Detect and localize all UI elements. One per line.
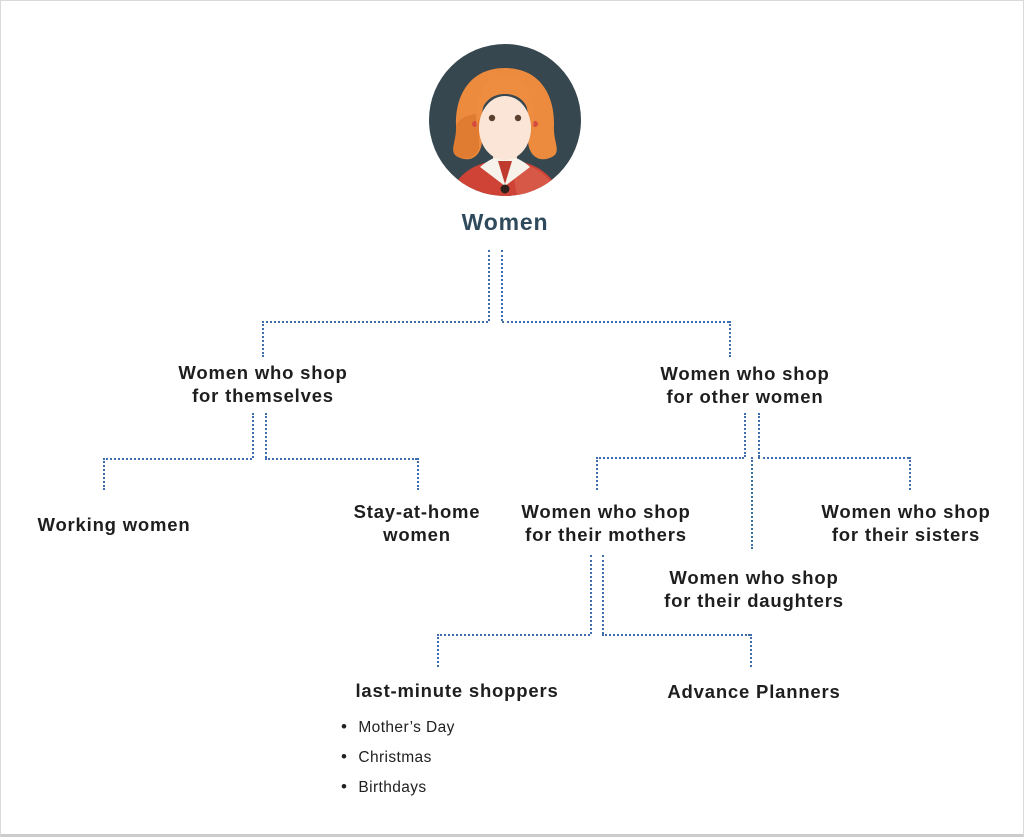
- node-label-line: women: [383, 524, 451, 545]
- node-label-line: Advance Planners: [667, 681, 841, 702]
- woman-avatar-icon: [429, 44, 581, 196]
- node-label-line: for their sisters: [831, 524, 981, 545]
- node-label-line: for their mothers: [525, 524, 687, 545]
- root-node-label: Women: [461, 209, 549, 235]
- connector-themselves-left-drop: [252, 413, 254, 458]
- node-label-line: Women who shop: [669, 567, 839, 588]
- connector-last-minute-drop: [437, 634, 439, 667]
- connector-stay-home-drop: [417, 458, 419, 490]
- node-label-line: Working women: [37, 514, 191, 535]
- node-label-line: Women who shop: [660, 363, 830, 384]
- node-last-minute-shoppers: last-minute shoppers: [355, 679, 558, 702]
- connector-root-right-arm: [502, 321, 729, 323]
- occasion-item: Christmas: [341, 742, 455, 772]
- occasion-label: Mother’s Day: [358, 719, 455, 736]
- connector-mothers-right-arm: [602, 634, 750, 636]
- occasions-list: Mother’s Day Christmas Birthdays: [341, 712, 455, 802]
- connector-themselves-drop: [262, 321, 264, 357]
- node-women-who-shop-for-their-mothers: Women who shop for their mothers: [521, 500, 690, 546]
- connector-themselves-right-arm: [265, 458, 417, 460]
- node-label-line: for other women: [666, 386, 824, 407]
- node-label-line: Stay-at-home: [353, 501, 481, 522]
- node-label-line: Women who shop: [521, 501, 691, 522]
- occasion-label: Christmas: [358, 749, 432, 766]
- connector-root-left-drop: [488, 250, 490, 321]
- connector-mothers-drop: [596, 457, 598, 490]
- node-label-line: for their daughters: [664, 590, 844, 611]
- connector-other-left-drop: [744, 413, 746, 457]
- node-label-line: last-minute shoppers: [355, 680, 559, 701]
- occasion-item: Mother’s Day: [341, 712, 455, 742]
- connector-themselves-left-arm: [103, 458, 252, 460]
- connector-other-left-arm: [596, 457, 744, 459]
- connector-root-right-drop: [501, 250, 503, 321]
- node-stay-at-home-women: Stay-at-home women: [354, 500, 481, 546]
- node-women-who-shop-for-other-women: Women who shop for other women: [660, 362, 829, 408]
- connector-other-women-drop: [729, 321, 731, 357]
- connector-mothers-left-drop: [590, 555, 592, 634]
- connector-other-right-drop: [758, 413, 760, 457]
- connector-advance-drop: [750, 634, 752, 667]
- node-women-who-shop-for-their-daughters: Women who shop for their daughters: [664, 566, 844, 612]
- connector-themselves-right-drop: [265, 413, 267, 458]
- connector-working-drop: [103, 458, 105, 490]
- occasion-label: Birthdays: [358, 779, 427, 796]
- node-women-who-shop-for-their-sisters: Women who shop for their sisters: [821, 500, 990, 546]
- node-label-line: Women who shop: [178, 362, 348, 383]
- node-label-line: Women who shop: [821, 501, 991, 522]
- connector-other-right-arm: [758, 457, 909, 459]
- node-label-line: for themselves: [192, 385, 334, 406]
- connector-sisters-drop: [909, 457, 911, 490]
- connector-mothers-right-drop: [602, 555, 604, 634]
- node-working-women: Working women: [38, 513, 191, 536]
- node-women-who-shop-for-themselves: Women who shop for themselves: [178, 361, 347, 407]
- connector-daughters-drop: [751, 457, 753, 549]
- occasion-item: Birthdays: [341, 772, 455, 802]
- connector-mothers-left-arm: [437, 634, 590, 636]
- connector-root-left-arm: [262, 321, 488, 323]
- node-advance-planners: Advance Planners: [667, 680, 840, 703]
